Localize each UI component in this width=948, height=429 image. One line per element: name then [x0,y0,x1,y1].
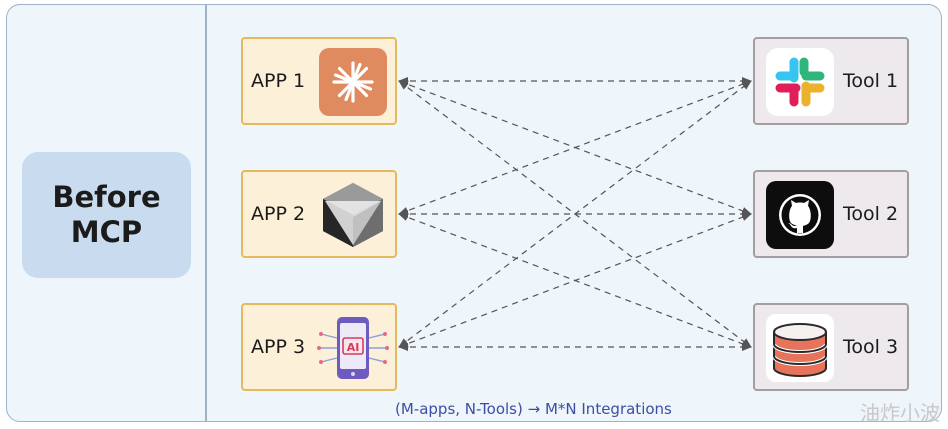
database-icon [764,312,836,384]
tool-3-label: Tool 3 [843,336,899,358]
app-1-box: APP 1 [241,37,397,125]
app-1-label: APP 1 [251,70,306,92]
integration-caption: (M-apps, N-Tools) → M*N Integrations [395,400,672,418]
tool-2-box: Tool 2 [753,170,909,258]
svg-text:AI: AI [347,341,360,354]
app-3-box: APP 3 [241,303,397,391]
tool-2-label: Tool 2 [843,203,899,225]
connector-lines [398,77,752,351]
cursor-cube-icon [317,179,389,251]
app-2-box: APP 2 [241,170,397,258]
panel-divider [205,5,207,421]
app-2-label: APP 2 [251,203,306,225]
tool-3-box: Tool 3 [753,303,909,391]
app-3-label: APP 3 [251,336,306,358]
tool-1-label: Tool 1 [843,70,899,92]
ai-phone-icon: AI [317,312,389,384]
github-icon [764,179,836,251]
slack-icon [764,46,836,118]
diagram-frame: Before MCP APP 1 [6,4,942,422]
tool-1-box: Tool 1 [753,37,909,125]
before-mcp-label-box: Before MCP [22,152,191,278]
watermark: 油炸小波 [860,401,940,425]
before-mcp-label: Before MCP [52,179,161,249]
claude-sparkle-icon [317,46,389,118]
connector-app-3-tool-2 [398,213,752,348]
